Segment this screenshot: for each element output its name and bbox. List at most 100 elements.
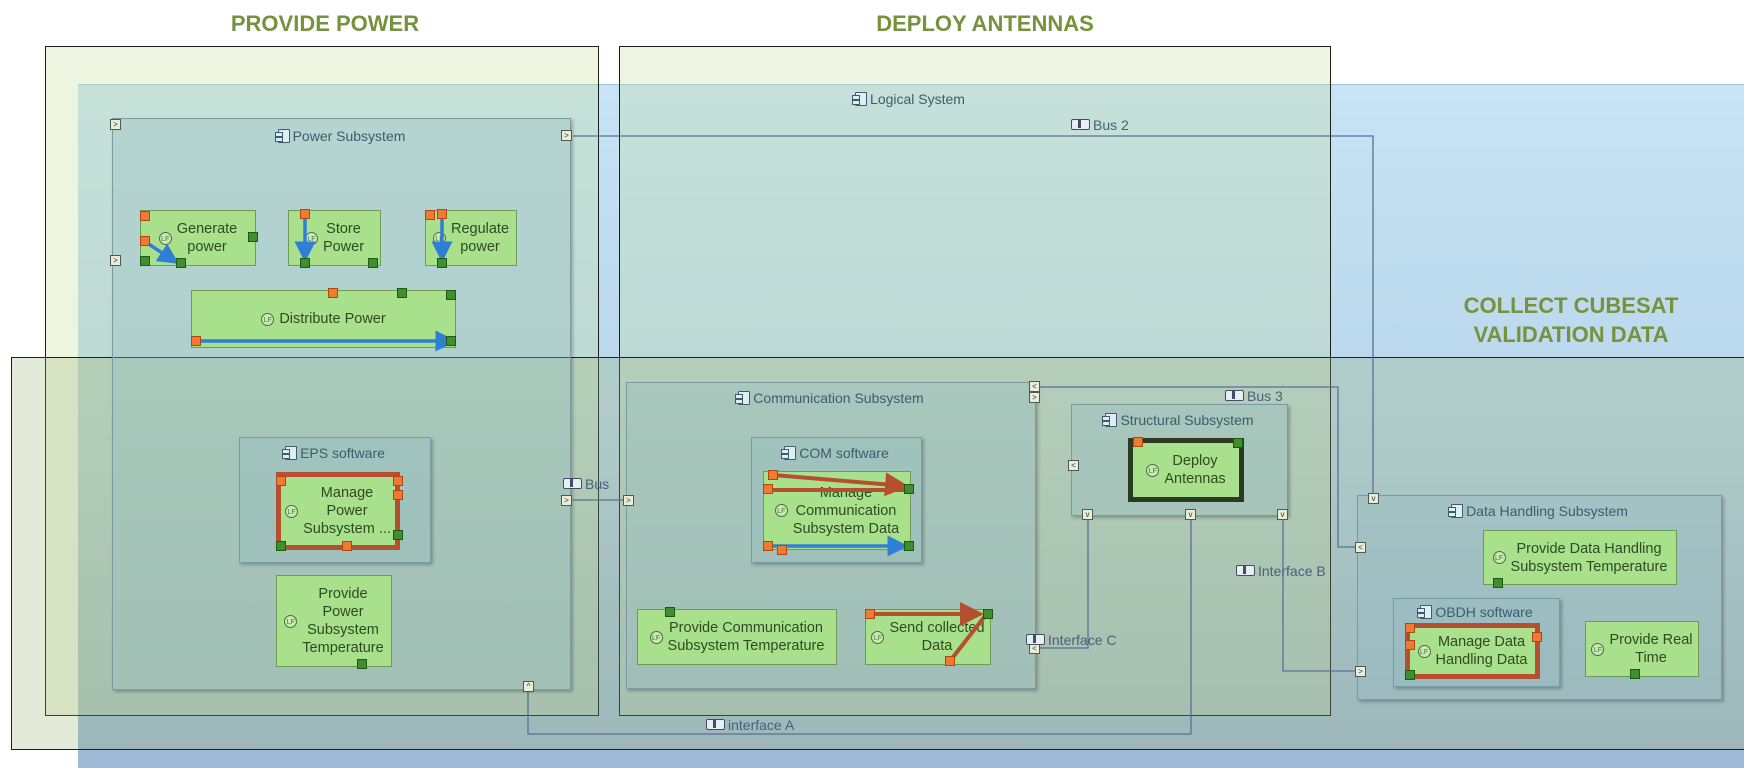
interface-c-connector xyxy=(1040,519,1089,649)
data-handling-port-bus3[interactable]: < xyxy=(1355,542,1366,553)
port-store-power-out1[interactable] xyxy=(300,258,310,268)
port-provide-real-time-out[interactable] xyxy=(1630,669,1640,679)
port-manage-comm-out1[interactable] xyxy=(904,484,914,494)
port-generate-power-out3[interactable] xyxy=(176,258,186,268)
structural-subsystem-port-interface-b[interactable]: v xyxy=(1277,509,1288,520)
port-manage-data-in2[interactable] xyxy=(1405,640,1415,650)
region-title-collect-cubesat: COLLECT CUBESAT VALIDATION DATA xyxy=(1463,293,1679,347)
interface-bus3[interactable]: Bus 3 xyxy=(1225,388,1283,404)
logical-system-label: Logical System xyxy=(700,91,1120,111)
com-software-label: COM software xyxy=(799,445,889,461)
region-title-provide-power: PROVIDE POWER xyxy=(230,11,420,36)
port-distribute-power-in2[interactable] xyxy=(191,336,201,346)
eps-software-label: EPS software xyxy=(300,445,385,461)
interface-c[interactable]: Interface C xyxy=(1026,632,1116,648)
port-manage-comm-in3[interactable] xyxy=(763,541,773,551)
port-provide-power-temp-out[interactable] xyxy=(357,659,367,669)
interface-bus3-label: Bus 3 xyxy=(1247,388,1283,404)
interface-icon xyxy=(1026,634,1045,645)
port-generate-power-out2[interactable] xyxy=(140,256,150,266)
region-collect-cubesat xyxy=(11,357,1744,750)
port-manage-power-out1[interactable] xyxy=(393,530,403,540)
port-manage-comm-in2[interactable] xyxy=(763,484,773,494)
structural-subsystem-port-left[interactable]: < xyxy=(1068,460,1079,471)
data-handling-port-interface-b[interactable]: > xyxy=(1355,666,1366,677)
port-distribute-power-in[interactable] xyxy=(328,288,338,298)
component-icon xyxy=(781,446,797,460)
port-store-power-out2[interactable] xyxy=(368,258,378,268)
communication-subsystem-port-bus3-b[interactable]: > xyxy=(1029,392,1040,403)
function-label: Provide Data Handling Subsystem Temperat… xyxy=(1510,540,1668,575)
port-store-power-in[interactable] xyxy=(300,209,310,219)
power-subsystem-port-bus2[interactable]: > xyxy=(561,130,572,141)
data-handling-port-bus2[interactable]: v xyxy=(1368,493,1379,504)
port-distribute-power-out3[interactable] xyxy=(446,336,456,346)
logical-function-icon: LF xyxy=(649,630,663,644)
structural-subsystem-port-interface-c[interactable]: v xyxy=(1082,509,1093,520)
port-regulate-power-out[interactable] xyxy=(437,258,447,268)
function-provide-communication-temperature[interactable]: LF Provide Communication Subsystem Temper… xyxy=(637,609,837,665)
port-provide-comm-temp-out[interactable] xyxy=(665,607,675,617)
port-manage-data-in1[interactable] xyxy=(1405,623,1415,633)
port-manage-comm-in4[interactable] xyxy=(777,545,787,555)
communication-subsystem-port-bus3-a[interactable]: < xyxy=(1029,381,1040,392)
interface-icon xyxy=(1071,119,1090,130)
power-subsystem-port-left[interactable]: > xyxy=(110,255,121,266)
port-distribute-power-out2[interactable] xyxy=(446,290,456,300)
communication-subsystem-port-bus[interactable]: > xyxy=(623,495,634,506)
interface-a[interactable]: interface A xyxy=(706,717,794,733)
communication-subsystem-label: Communication Subsystem xyxy=(753,390,924,406)
port-generate-power-out[interactable] xyxy=(248,232,258,242)
port-manage-comm-in1[interactable] xyxy=(768,470,778,480)
power-subsystem-port-interface-a[interactable]: ^ xyxy=(523,681,534,692)
port-send-collected-in2[interactable] xyxy=(945,656,955,666)
function-label: Provide Power Subsystem Temperature xyxy=(302,586,384,656)
port-manage-data-out[interactable] xyxy=(1405,670,1415,680)
interface-a-label: interface A xyxy=(728,717,795,733)
function-label: Generate power xyxy=(176,221,238,255)
port-regulate-power-in1[interactable] xyxy=(425,210,435,220)
interface-b[interactable]: Interface B xyxy=(1236,563,1326,579)
logical-system-name: Logical System xyxy=(870,91,965,107)
power-subsystem-port-bus[interactable]: > xyxy=(561,495,572,506)
port-deploy-antennas-out[interactable] xyxy=(1233,438,1243,448)
port-distribute-power-out1[interactable] xyxy=(397,288,407,298)
function-provide-data-handling-temperature[interactable]: LF Provide Data Handling Subsystem Temper… xyxy=(1483,530,1677,585)
interface-bus2[interactable]: Bus 2 xyxy=(1071,117,1129,133)
component-icon xyxy=(852,92,868,106)
interface-bus[interactable]: Bus xyxy=(563,476,609,492)
structural-subsystem-port-interface-a[interactable]: v xyxy=(1185,509,1196,520)
port-manage-power-in1[interactable] xyxy=(276,476,286,486)
port-manage-power-in3[interactable] xyxy=(393,490,403,500)
function-label: Manage Power Subsystem ... xyxy=(303,485,391,537)
power-subsystem-port-top-left[interactable]: > xyxy=(110,119,121,130)
function-label: Deploy Antennas xyxy=(1164,453,1226,487)
port-send-collected-in[interactable] xyxy=(865,609,875,619)
function-label: Provide Communication Subsystem Temperat… xyxy=(667,620,825,654)
port-regulate-power-in2[interactable] xyxy=(437,209,447,219)
port-manage-comm-out2[interactable] xyxy=(904,541,914,551)
logical-function-icon: LF xyxy=(1492,551,1506,564)
flow-send-collected-2 xyxy=(948,614,987,663)
logical-function-icon: LF xyxy=(261,312,275,326)
port-send-collected-out[interactable] xyxy=(983,609,993,619)
port-deploy-antennas-in[interactable] xyxy=(1133,437,1143,447)
port-generate-power-in2[interactable] xyxy=(140,236,150,246)
port-manage-power-out2[interactable] xyxy=(276,541,286,551)
port-generate-power-in1[interactable] xyxy=(140,211,150,221)
interface-b-connector xyxy=(1282,519,1355,672)
port-provide-data-temp-out[interactable] xyxy=(1493,578,1503,588)
port-manage-data-in3[interactable] xyxy=(1532,632,1542,642)
port-manage-power-in2[interactable] xyxy=(393,476,403,486)
logical-function-icon: LF xyxy=(1591,642,1605,656)
port-manage-power-in4[interactable] xyxy=(342,541,352,551)
